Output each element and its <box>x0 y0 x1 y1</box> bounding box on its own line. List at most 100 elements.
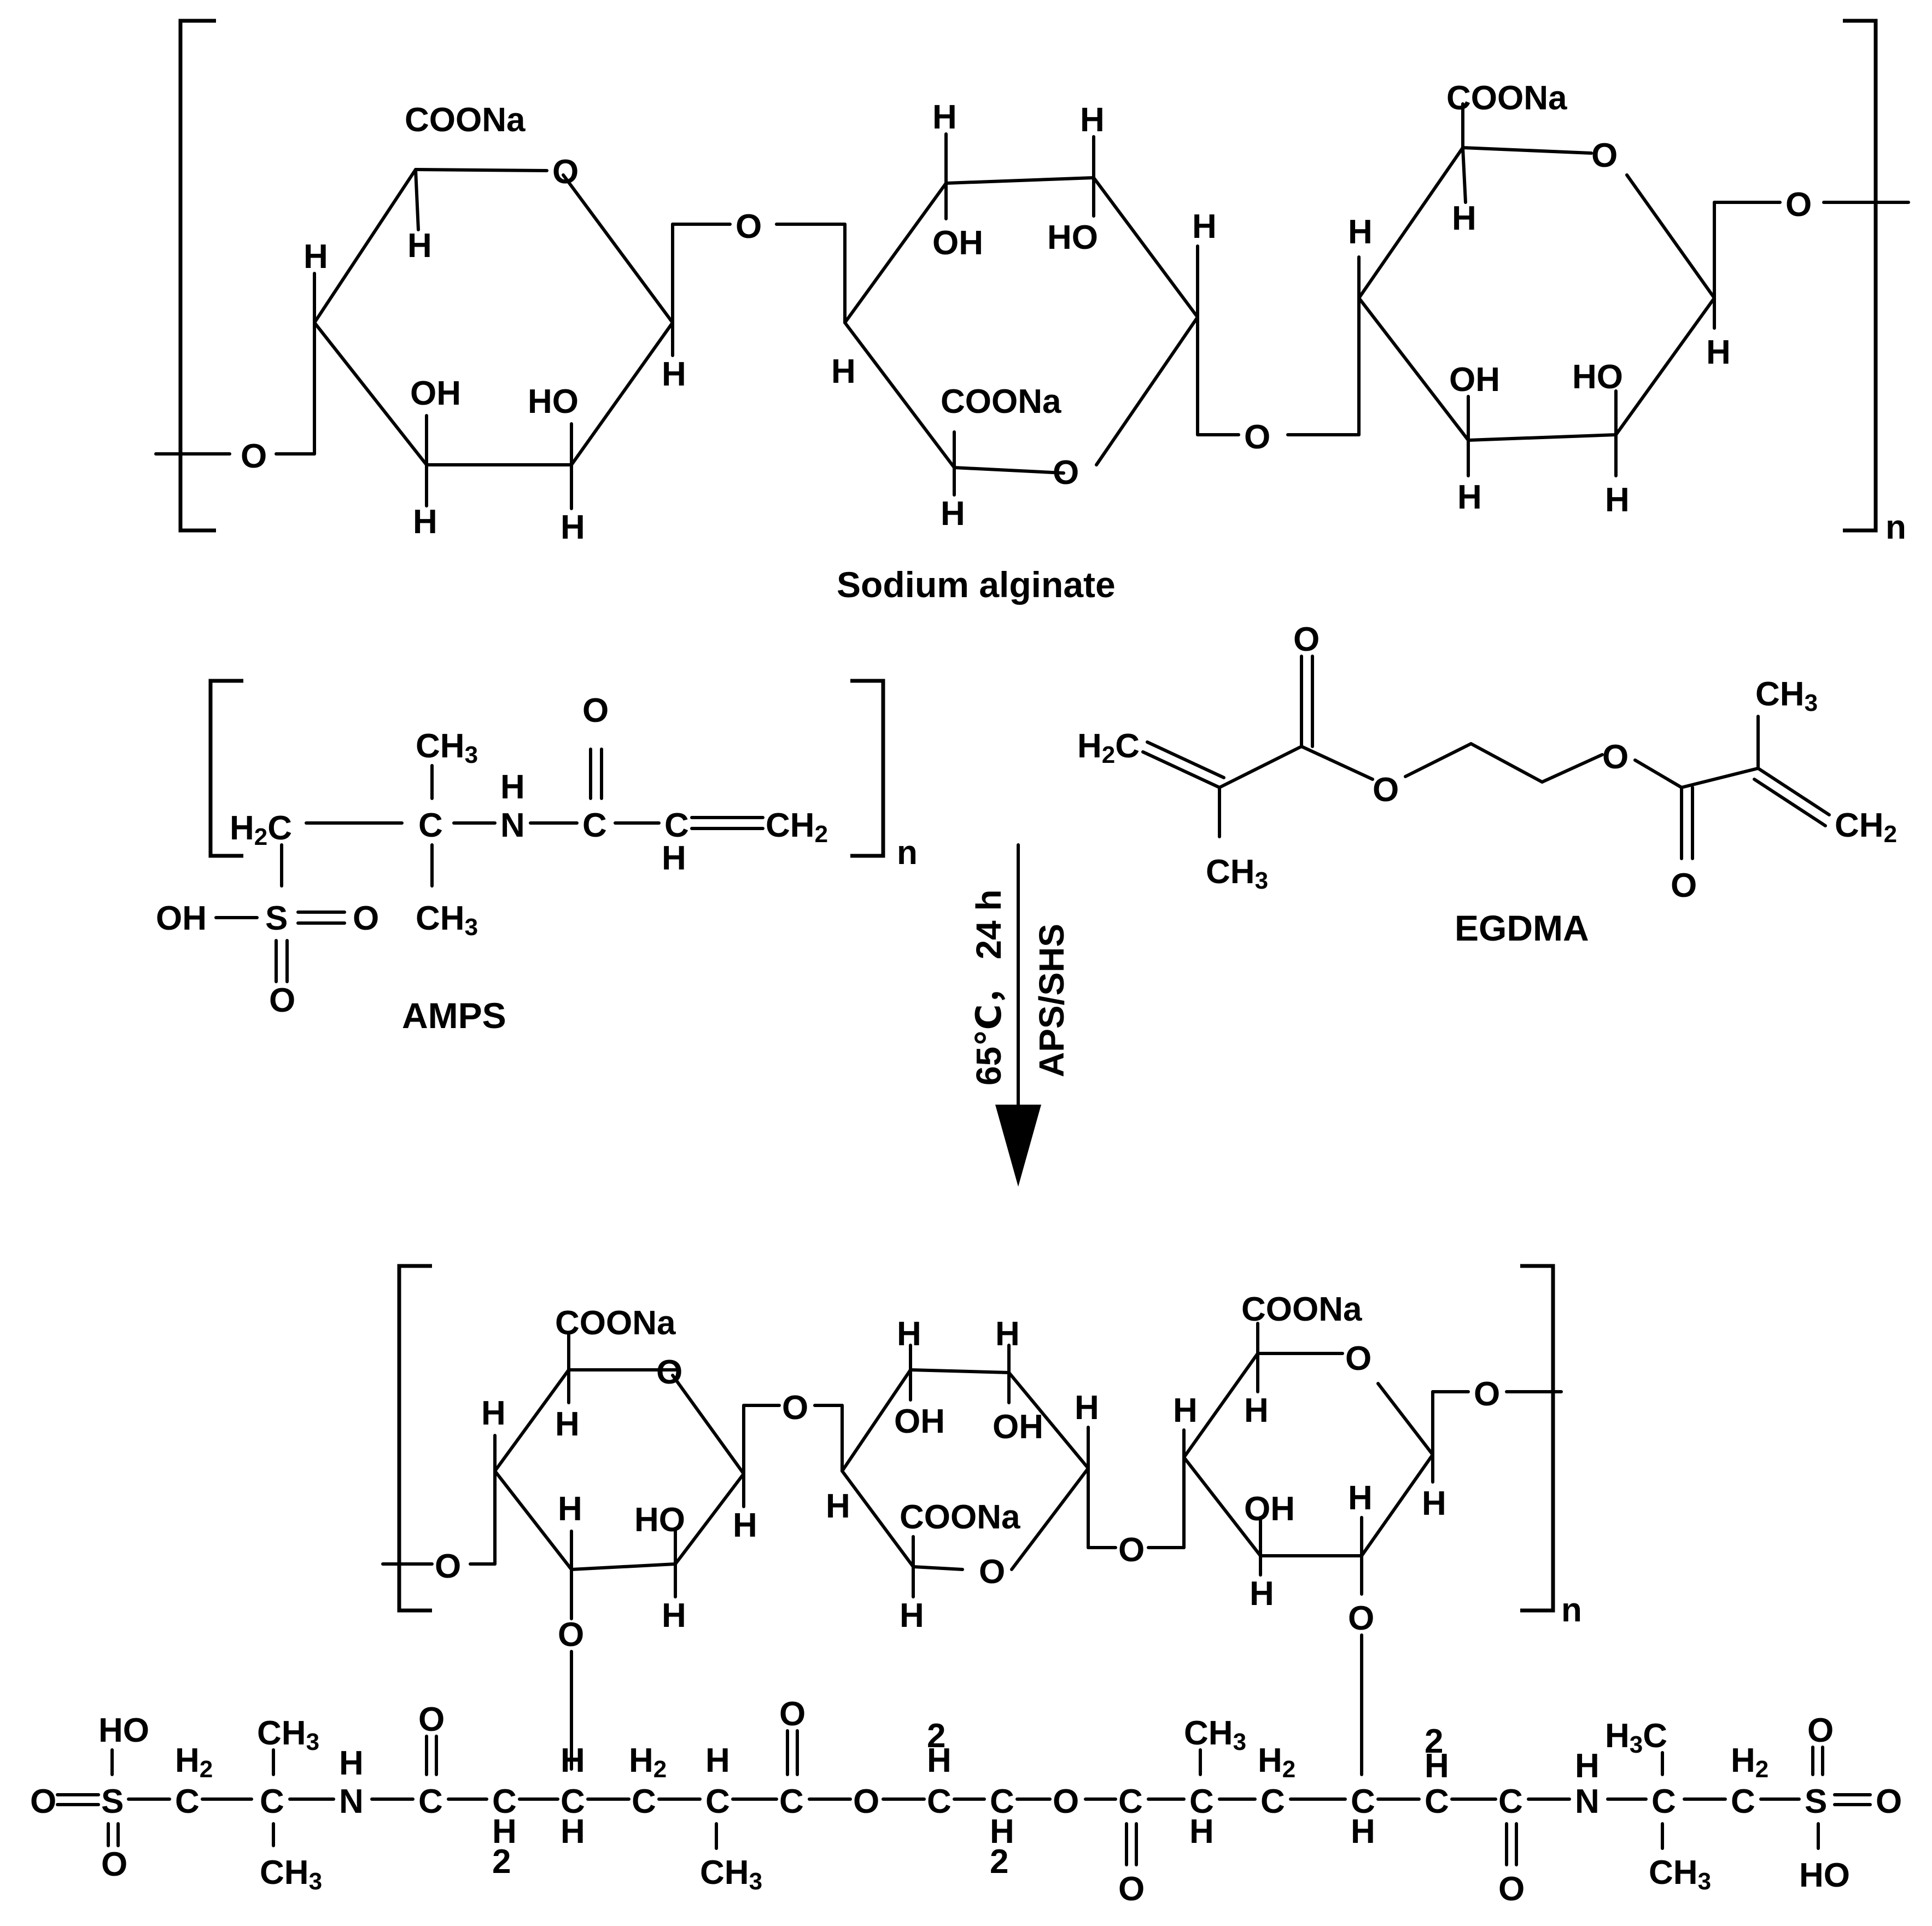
svg-text:O: O <box>1591 137 1618 174</box>
caption-amps: AMPS <box>402 995 506 1036</box>
svg-text:N: N <box>339 1783 364 1820</box>
svg-text:C: C <box>260 1783 284 1820</box>
ring-2 <box>843 223 1065 475</box>
svg-text:O: O <box>552 153 579 191</box>
svg-text:O: O <box>558 1616 584 1654</box>
svg-text:H: H <box>1575 1747 1600 1785</box>
svg-text:C: C <box>1731 1783 1755 1820</box>
svg-text:H: H <box>481 1394 506 1432</box>
svg-text:C: C <box>492 1783 517 1820</box>
svg-text:O: O <box>353 900 379 937</box>
svg-text:H: H <box>1189 1813 1214 1851</box>
svg-text:H: H <box>932 98 957 136</box>
svg-text:H: H <box>831 353 856 390</box>
svg-text:COONa: COONa <box>555 1304 676 1342</box>
svg-text:CH3: CH3 <box>416 727 478 768</box>
svg-text:CH3: CH3 <box>416 900 478 941</box>
svg-text:O: O <box>1807 1712 1834 1749</box>
svg-text:H: H <box>1075 1389 1099 1427</box>
svg-text:H: H <box>1244 1392 1269 1429</box>
svg-text:CH3: CH3 <box>700 1854 762 1895</box>
svg-text:O: O <box>1876 1783 1902 1820</box>
svg-text:O: O <box>30 1783 56 1820</box>
svg-text:O: O <box>736 208 762 246</box>
svg-text:CH3: CH3 <box>1206 853 1268 894</box>
svg-text:H: H <box>662 1597 686 1635</box>
egdma-structure: H2C CH3 O O O O CH3 CH2 EGDMA <box>1077 621 1897 948</box>
svg-text:H: H <box>1422 1485 1446 1522</box>
svg-text:H: H <box>339 1744 364 1782</box>
svg-text:O: O <box>1345 1340 1371 1378</box>
svg-text:H: H <box>1348 1479 1373 1517</box>
svg-text:COONa: COONa <box>900 1498 1020 1536</box>
svg-text:H: H <box>826 1487 850 1525</box>
caption-egdma: EGDMA <box>1455 908 1589 948</box>
svg-text:H: H <box>1080 101 1105 139</box>
svg-text:O: O <box>1671 867 1697 904</box>
arrow-head <box>995 1105 1041 1187</box>
svg-text:O: O <box>782 1389 808 1427</box>
caption-sodium-alginate: Sodium alginate <box>837 564 1116 605</box>
svg-text:H: H <box>990 1813 1014 1851</box>
svg-text:COONa: COONa <box>941 383 1061 421</box>
svg-text:C: C <box>175 1783 200 1820</box>
svg-text:C: C <box>927 1783 952 1820</box>
condition-temperature-time: 65℃， 24 h <box>969 889 1008 1085</box>
svg-text:C: C <box>1118 1783 1143 1820</box>
svg-text:CH2: CH2 <box>1835 807 1897 848</box>
svg-text:O: O <box>101 1846 127 1883</box>
svg-text:OH: OH <box>1449 361 1500 399</box>
svg-text:O: O <box>853 1783 879 1820</box>
svg-text:O: O <box>435 1548 461 1585</box>
svg-text:C: C <box>1651 1783 1676 1820</box>
svg-text:S: S <box>101 1783 124 1820</box>
svg-text:H2: H2 <box>175 1742 213 1783</box>
svg-text:H: H <box>1192 208 1217 246</box>
svg-text:S: S <box>265 900 288 937</box>
left-bracket <box>178 19 216 533</box>
svg-text:C: C <box>418 1783 443 1820</box>
svg-text:H: H <box>662 839 686 877</box>
svg-text:O: O <box>1348 1600 1374 1637</box>
svg-text:C: C <box>664 807 689 844</box>
svg-text:2: 2 <box>927 1717 945 1755</box>
svg-text:O: O <box>1053 454 1079 492</box>
svg-text:O: O <box>269 982 295 1019</box>
svg-text:HO: HO <box>634 1501 685 1539</box>
svg-text:CH3: CH3 <box>1184 1714 1246 1755</box>
svg-text:H2C: H2C <box>230 809 292 850</box>
svg-text:O: O <box>1602 738 1629 776</box>
svg-text:H: H <box>897 1315 921 1353</box>
svg-text:CH3: CH3 <box>1755 675 1818 716</box>
svg-text:CH3: CH3 <box>260 1854 322 1895</box>
svg-text:OH: OH <box>410 375 461 412</box>
svg-text:C: C <box>1425 1783 1449 1820</box>
svg-text:H: H <box>900 1597 924 1635</box>
svg-text:N: N <box>500 807 525 844</box>
svg-text:H2: H2 <box>629 1742 667 1783</box>
sodium-alginate-structure: n COONa O H H O OH HO H H H O <box>154 19 1910 605</box>
svg-text:2: 2 <box>492 1843 511 1881</box>
svg-text:2: 2 <box>990 1843 1008 1881</box>
svg-text:O: O <box>1118 1870 1145 1908</box>
svg-text:H: H <box>407 227 432 265</box>
svg-text:HO: HO <box>1572 358 1623 396</box>
svg-text:O: O <box>656 1353 682 1391</box>
svg-text:H: H <box>561 1813 585 1851</box>
svg-text:O: O <box>582 692 609 729</box>
svg-text:n: n <box>897 834 918 872</box>
svg-text:H: H <box>1425 1747 1449 1785</box>
svg-text:COONa: COONa <box>405 101 526 139</box>
svg-text:HO: HO <box>1047 219 1098 256</box>
svg-text:O: O <box>418 1701 445 1738</box>
svg-text:O: O <box>1244 418 1270 456</box>
svg-text:C: C <box>1189 1783 1214 1820</box>
svg-text:CH3: CH3 <box>1649 1854 1711 1895</box>
svg-text:H: H <box>1706 334 1731 371</box>
svg-text:HO: HO <box>98 1712 149 1749</box>
svg-text:O: O <box>241 437 267 475</box>
svg-text:C: C <box>582 807 607 844</box>
svg-text:O: O <box>1474 1375 1500 1413</box>
svg-text:C: C <box>632 1783 656 1820</box>
svg-text:OH: OH <box>156 900 207 937</box>
